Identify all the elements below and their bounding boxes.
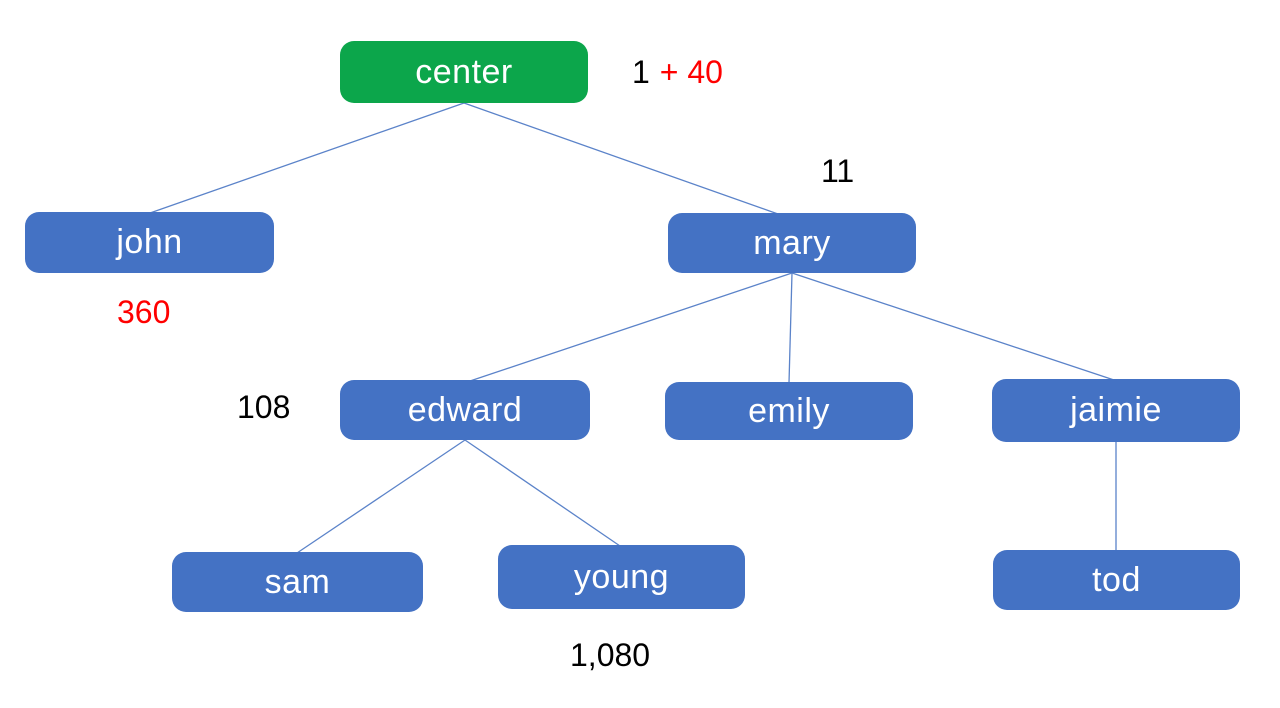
node-young-label: young: [573, 557, 670, 596]
node-mary-label: mary: [753, 223, 831, 262]
node-sam-label: sam: [264, 562, 331, 601]
edge-mary-jaimie: [791, 272, 1115, 381]
node-tod-label: tod: [1092, 560, 1141, 599]
node-center: center: [340, 41, 588, 103]
node-edward-label: edward: [407, 390, 523, 429]
edge-center-john: [149, 102, 465, 214]
node-emily: emily: [665, 382, 913, 440]
annotation-young-value: 1,080: [570, 637, 651, 673]
edge-edward-sam: [296, 439, 466, 554]
node-tod: tod: [993, 550, 1240, 610]
node-mary: mary: [668, 213, 916, 273]
edge-mary-edward: [469, 272, 793, 382]
node-edward: edward: [340, 380, 590, 440]
edge-mary-emily: [788, 272, 793, 384]
node-emily-label: emily: [748, 391, 830, 430]
annotation-john-value: 360: [117, 294, 171, 330]
node-jaimie-label: jaimie: [1070, 391, 1162, 429]
annotation-center-value: 1+ 40: [632, 56, 723, 88]
annotation-edward-value: 108: [237, 389, 291, 425]
edge-edward-young: [464, 439, 621, 547]
edge-center-mary: [463, 102, 779, 215]
node-john-label: john: [116, 223, 183, 261]
annotation-center-added: + 40: [659, 54, 723, 90]
node-center-label: center: [415, 52, 513, 91]
node-sam: sam: [172, 552, 423, 612]
node-jaimie: jaimie: [992, 379, 1240, 442]
annotation-center-base: 1: [632, 54, 650, 90]
node-john: john: [25, 212, 274, 273]
annotation-mary-value: 11: [821, 153, 855, 189]
node-young: young: [498, 545, 745, 609]
